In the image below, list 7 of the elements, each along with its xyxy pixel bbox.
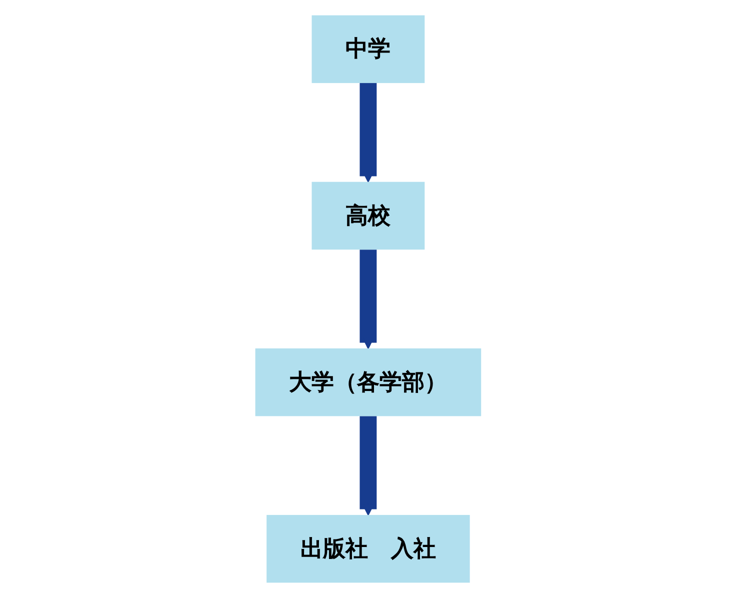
node-box: 出版社 入社 — [266, 514, 470, 582]
arrow — [360, 248, 376, 348]
arrow — [360, 82, 376, 182]
node-box: 高校 — [312, 181, 424, 250]
node-box: 大学（各学部） — [255, 348, 481, 416]
arrow — [360, 415, 376, 515]
node-box: 中学 — [312, 14, 424, 83]
